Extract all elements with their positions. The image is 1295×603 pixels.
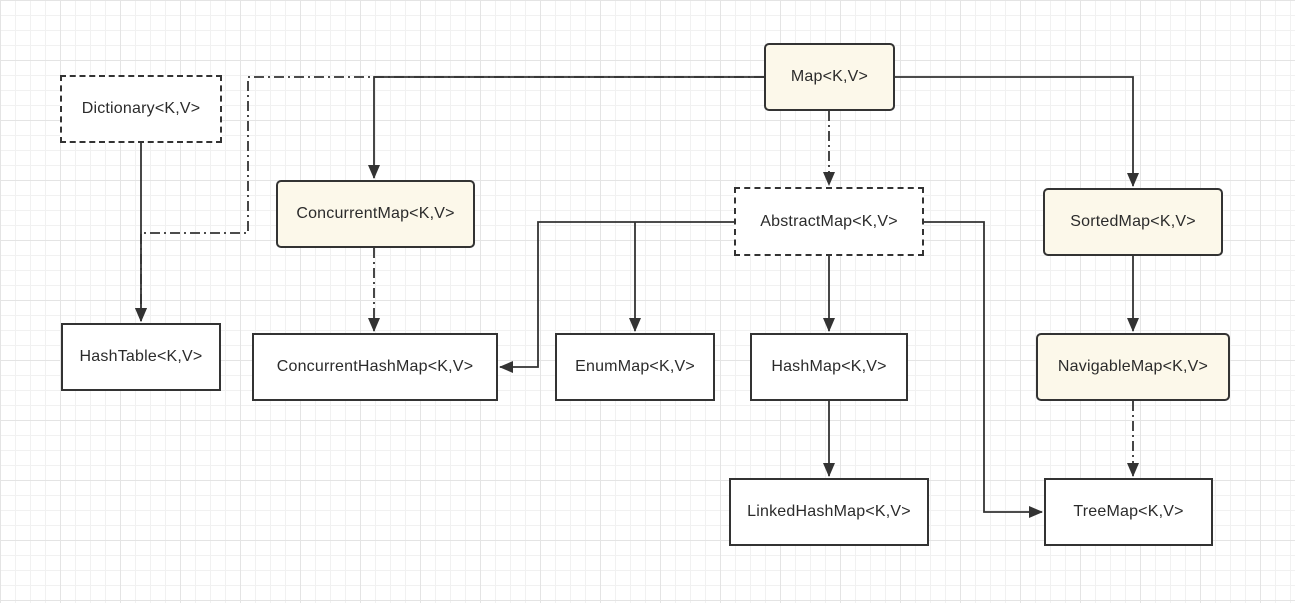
node-map[interactable]: Map<K,V> <box>764 43 895 111</box>
node-hash-map[interactable]: HashMap<K,V> <box>750 333 908 401</box>
node-tree-map[interactable]: TreeMap<K,V> <box>1044 478 1213 546</box>
node-dictionary[interactable]: Dictionary<K,V> <box>60 75 222 143</box>
node-sorted-map[interactable]: SortedMap<K,V> <box>1043 188 1223 256</box>
edge-abstractmap-to-treemap <box>924 221 1043 518</box>
edge-map-to-sortedmap <box>895 76 1139 187</box>
node-abstract-map[interactable]: AbstractMap<K,V> <box>734 187 924 256</box>
node-hash-table[interactable]: HashTable<K,V> <box>61 323 221 391</box>
node-linked-hash-map[interactable]: LinkedHashMap<K,V> <box>729 478 929 546</box>
node-enum-map[interactable]: EnumMap<K,V> <box>555 333 715 401</box>
edge-abstractmap-to-concurrenthashmap <box>499 221 734 373</box>
node-navigable-map[interactable]: NavigableMap<K,V> <box>1036 333 1230 401</box>
node-concurrent-hash-map[interactable]: ConcurrentHashMap<K,V> <box>252 333 498 401</box>
node-concurrent-map[interactable]: ConcurrentMap<K,V> <box>276 180 475 248</box>
edge-map-to-concurrentmap <box>368 76 764 179</box>
